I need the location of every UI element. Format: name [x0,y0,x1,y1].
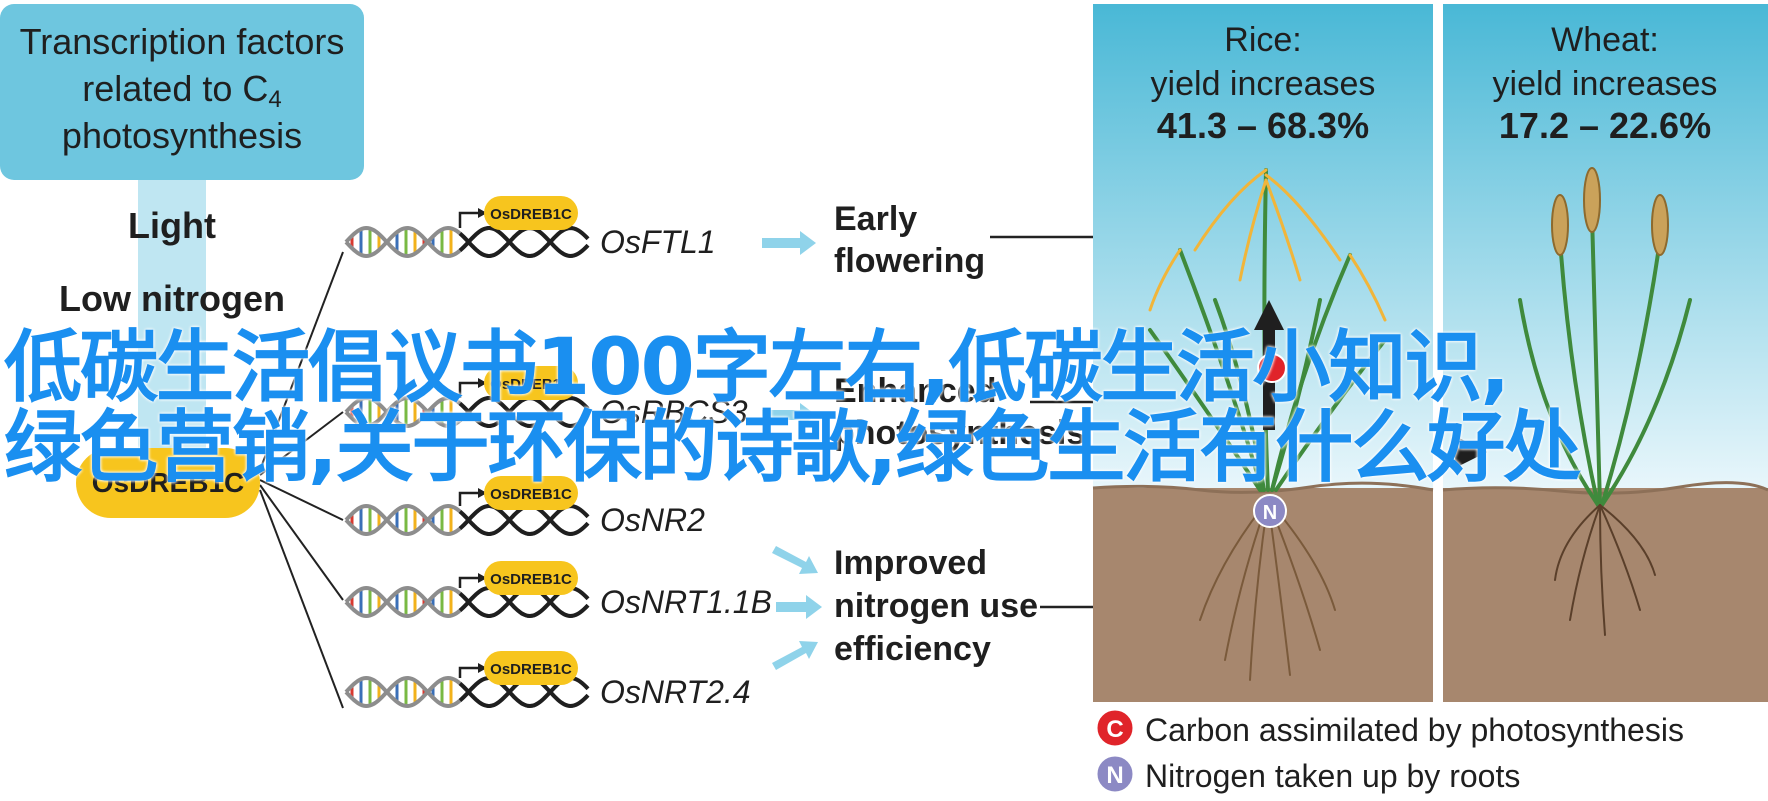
arrow-nue-down [772,641,818,670]
title-line-2-text: related to C [82,68,269,109]
effect-nue-line3: efficiency [834,630,991,668]
binding-factor-label: OsDREB1C [490,376,572,393]
wheat-panel: Wheat: yield increases 17.2 – 22.6% [1442,4,1768,702]
transcription-start-arrowhead [478,573,487,583]
wheat-title: Wheat: [1551,21,1659,59]
transcription-start-arrow [458,576,478,588]
regulation-line-4 [259,484,344,601]
effect-photo-line1: Enhanced [834,372,996,410]
transcription-start-arrowhead [478,378,487,388]
rice-nitrogen-letter: N [1263,502,1277,524]
transcription-start-arrow [458,211,478,228]
rice-nitrogen-marker [1253,494,1287,528]
title-line-3: photosynthesis [61,115,303,156]
legend: C Carbon assimilated by photosynthesis N… [1094,707,1684,795]
signal-low-nitrogen: Low nitrogen [59,278,285,319]
rice-title: Rice: [1224,21,1301,59]
target-gene-label: OsNRT1.1B [600,584,772,620]
regulation-line-3 [259,479,344,521]
photosynthesis-arrow-head [1455,436,1487,468]
legend-carbon-text: Carbon assimilated by photosynthesis [1145,712,1684,748]
binding-factor-pill [484,561,578,595]
binding-factor-label: OsDREB1C [490,661,572,678]
binding-factor-label: OsDREB1C [490,206,572,223]
rice-subtitle: yield increases [1151,65,1376,103]
effect-nue-line2: nitrogen use [834,587,1038,625]
title-subscript: 4 [268,86,282,113]
effect-photo-line2: photosynthesis [834,414,1085,452]
binding-factor-pill [484,196,578,230]
master-gene-pill: OsDREB1C [76,448,260,518]
transcription-factor-title-box: Transcription factors related to C4 phot… [0,4,364,180]
wheat-yield-range: 17.2 – 22.6% [1499,105,1711,146]
transcription-start-arrowhead [478,488,487,498]
legend-carbon-marker [1094,707,1136,749]
binding-factor-label: OsDREB1C [490,486,572,503]
arrow-early-flowering [762,231,816,255]
rice-panel: Rice: yield increases 41.3 – 68.3% [1092,4,1434,702]
master-gene-label: OsDREB1C [92,467,244,498]
target-gene-row: OsDREB1C OsNRT2.4 [344,651,751,710]
transcription-start-arrow [458,491,478,506]
binding-factor-pill [484,476,578,510]
target-gene-label: OsRBCS3 [600,394,748,430]
legend-nitrogen-text: Nitrogen taken up by roots [1145,758,1520,794]
transcription-start-arrow [458,381,478,398]
wheat-sky [1443,4,1768,488]
target-gene-row: OsDREB1C OsRBCS3 [344,366,748,430]
regulation-line-1 [259,251,344,471]
effect-early-line1: Early [834,200,917,238]
title-line-1: Transcription factors [19,21,345,62]
overlay-caption-line-1: 低碳生活倡议书100字左右,低碳生活小知识, [4,323,1510,413]
arrow-nue-up [772,546,818,574]
arrow-photosynthesis [762,403,816,427]
wheat-plant-illustration [1518,167,1692,636]
transcription-start-arrowhead [478,663,487,673]
target-gene-label: OsNR2 [600,502,705,538]
rice-carbon-marker [1257,353,1287,383]
binding-factor-label: OsDREB1C [490,571,572,588]
legend-nitrogen-marker [1094,753,1136,795]
target-gene-label: OsFTL1 [600,224,716,260]
overlay-caption-line-2: 绿色营销,关于环保的诗歌,绿色生活有什么好处 [4,403,1581,493]
legend-carbon-letter: C [1106,716,1123,743]
effect-arrows [762,231,822,670]
target-gene-row: OsDREB1C OsNR2 [344,476,705,538]
effect-nue-line1: Improved [834,544,987,582]
binding-factor-pill [484,651,578,685]
transcription-start-arrowhead [478,208,487,218]
effect-early-line2: flowering [834,242,985,280]
wheat-subtitle: yield increases [1493,65,1718,103]
arrow-nue-mid [776,595,822,619]
target-gene-row: OsDREB1C OsNRT1.1B [344,561,772,620]
transcription-start-arrow [458,666,478,678]
regulation-line-5 [259,489,344,709]
title-line-2: related to C4 [0,69,364,120]
rice-soil-edge [1092,481,1434,494]
regulation-line-2 [259,411,344,476]
target-gene-label: OsNRT2.4 [600,674,751,710]
target-gene-row: OsDREB1C OsFTL1 [344,196,716,260]
signal-light: Light [128,205,216,246]
wheat-soil-edge [1442,481,1768,495]
regulation-lines [259,251,344,709]
binding-factor-pill [484,366,578,400]
target-gene-rows: OsDREB1COsFTL1OsDREB1COsRBCS3OsDREB1COsN… [344,196,772,710]
signal-connector [138,180,206,470]
rice-yield-range: 41.3 – 68.3% [1157,105,1369,146]
legend-nitrogen-letter: N [1106,762,1123,789]
wheat-soil [1443,488,1768,702]
